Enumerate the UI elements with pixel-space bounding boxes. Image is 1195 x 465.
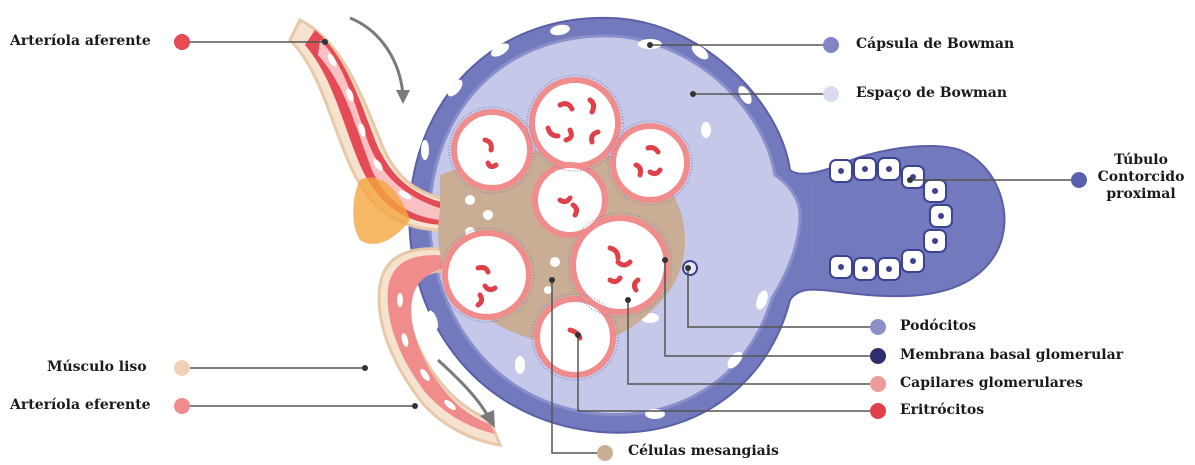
label-arteriola-eferente: Arteríola eferente	[10, 397, 151, 414]
legend-dot-musculo-liso	[174, 360, 190, 376]
label-capilares-glomerulares: Capilares glomerulares	[900, 375, 1083, 392]
label-tubulo-contorcido-proximal: Túbulo Contorcido proximal	[1096, 152, 1186, 203]
label-arteriola-aferente: Arteríola aferente	[10, 33, 151, 50]
label-podocitos: Podócitos	[900, 318, 976, 335]
legend-dot-arteriola-aferente	[174, 34, 190, 50]
legend-dot-podocitos	[870, 319, 886, 335]
label-celulas-mesangiais: Células mesangiais	[628, 443, 779, 460]
label-membrana-basal: Membrana basal glomerular	[900, 347, 1123, 364]
legend-dot-capilares	[870, 376, 886, 392]
label-espaco-bowman: Espaço de Bowman	[856, 85, 1007, 102]
label-musculo-liso: Músculo liso	[47, 359, 147, 376]
legend-dot-membrana	[870, 348, 886, 364]
legend-dot-mesangiais	[597, 445, 613, 461]
legend-dot-capsula-bowman	[823, 37, 839, 53]
legend-dot-tubulo	[1071, 172, 1087, 188]
legend-dot-arteriola-eferente	[174, 398, 190, 414]
label-eritrocitos: Eritrócitos	[900, 402, 984, 419]
label-capsula-bowman: Cápsula de Bowman	[856, 36, 1014, 53]
legend-dot-espaco-bowman	[823, 86, 839, 102]
legend-dot-eritrocitos	[870, 403, 886, 419]
